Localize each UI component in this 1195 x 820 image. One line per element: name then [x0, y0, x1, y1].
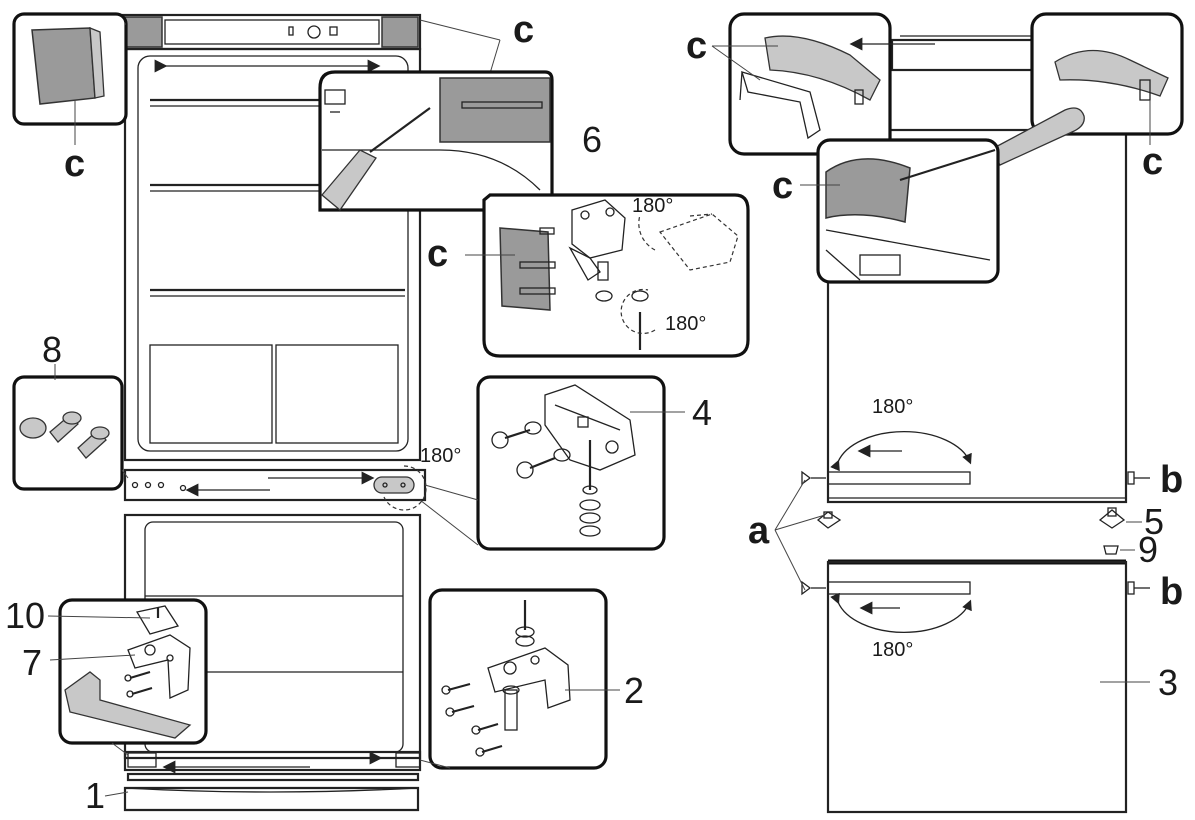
inset-hinge-180: c 180° 180° [427, 193, 750, 358]
label-9: 9 [1138, 529, 1158, 570]
label-6: 6 [582, 119, 602, 160]
label-b-upper: b [1160, 459, 1183, 501]
label-c-right: c [1142, 141, 1163, 183]
label-8: 8 [42, 329, 62, 370]
inset-right-cover: c [686, 12, 1061, 156]
label-7: 7 [22, 642, 42, 683]
label-180-lower: 180° [872, 639, 913, 661]
label-180-upper: 180° [872, 396, 913, 418]
label-1: 1 [85, 775, 105, 816]
label-5: 5 [1144, 501, 1164, 542]
label-c-top: c [513, 9, 534, 51]
label-4: 4 [692, 392, 712, 433]
inset-2-bottom-hinge: 2 [419, 588, 644, 770]
fridge-right: 180° 5 9 180° 3 a b b [748, 30, 1183, 814]
label-c-hinge: c [427, 233, 448, 275]
inset-8-plugs: 8 [12, 329, 129, 491]
label-c-pry: c [772, 165, 793, 207]
label-b-lower: b [1160, 571, 1183, 613]
label-c-rightinset: c [686, 25, 707, 67]
inset-top-cover: c [12, 12, 128, 185]
inset-right-pry: c [772, 138, 1000, 284]
label-2: 2 [624, 670, 644, 711]
inset-4-middle-hinge: 4 180° [419, 375, 712, 551]
label-3: 3 [1158, 662, 1178, 703]
label-c-topleft: c [64, 143, 85, 185]
inset-right-cover-2: c [989, 12, 1184, 183]
label-180-pin: 180° [665, 313, 706, 335]
label-180-hinge: 180° [632, 195, 673, 217]
label-10: 10 [5, 595, 45, 636]
label-180-middle: 180° [420, 445, 461, 467]
label-a: a [748, 510, 770, 552]
fridge-left [118, 13, 427, 812]
inset-6-screwdriver: 6 [318, 70, 602, 212]
inset-7-10-bottom-hinge: 10 7 [5, 595, 208, 756]
